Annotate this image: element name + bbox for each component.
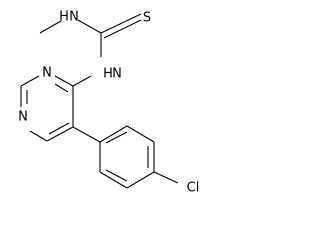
amide-nitrogen-label: N [112, 67, 122, 82]
bond-n-c-thiourea [77, 19, 102, 34]
bond-c-s-double-b [103, 19, 142, 39]
bond-ring-c6-c5 [46, 126, 74, 142]
methyl-nitrogen-label: N [69, 10, 79, 25]
methyl-nitrogen-h-label: H [59, 10, 69, 25]
bond-nh-ring [72, 75, 92, 87]
sulfur-label: S [143, 11, 151, 26]
bond-ring-n1-c6 [29, 130, 48, 142]
chlorine-label: Cl [187, 181, 200, 196]
bond-c-s-double-a [100, 13, 142, 34]
bond-c-cl [153, 171, 179, 184]
bond-aryl-1-inner [105, 131, 128, 144]
bond-ring-c4-n3 [54, 75, 74, 87]
bond-methyl-n [39, 20, 62, 34]
bond-ring-c4-n3-inner [54, 83, 69, 93]
bond-c5-aryl [72, 126, 101, 143]
bond-aryl-5 [99, 171, 128, 189]
bond-aryl-5-inner [105, 169, 128, 182]
bond-ring-n3-c2 [20, 75, 40, 87]
ring-nitrogen-left-label: N [18, 110, 28, 125]
bond-aryl-1 [99, 125, 128, 143]
molecule-diagram: S N H N H N N Cl [18, 10, 200, 196]
amide-nitrogen-h-label: H [103, 67, 113, 82]
bond-aryl-2 [126, 125, 155, 143]
bond-ring-c6-c5-inner [48, 122, 70, 135]
ring-nitrogen-top-label: N [42, 66, 52, 81]
bond-aryl-4 [126, 171, 155, 189]
